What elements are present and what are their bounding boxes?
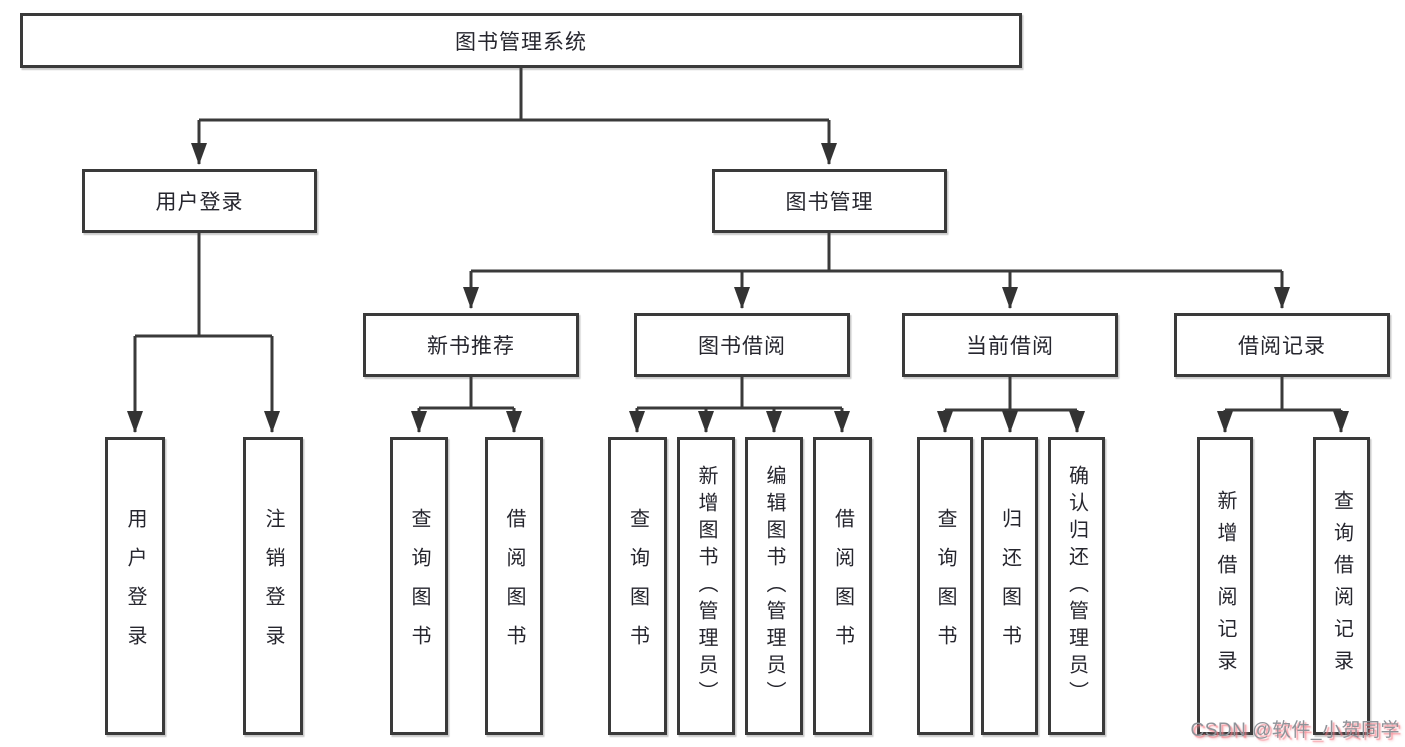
node-borrow-books-recommend: 借阅图书 <box>485 437 543 735</box>
node-return-books: 归还图书 <box>981 437 1038 735</box>
connector-current-to-leaves <box>937 377 1085 433</box>
node-label: 查询图书 <box>408 508 430 664</box>
node-book-management: 图书管理 <box>712 169 947 233</box>
node-label: 确认归还（管理员） <box>1065 464 1088 708</box>
connector-recommend-to-leaves <box>411 377 522 433</box>
connector-bookmgmt-to-level3 <box>463 233 1290 309</box>
connector-borrow-to-leaves <box>629 377 850 433</box>
node-label: 图书管理系统 <box>455 30 587 54</box>
node-add-borrow-record: 新增借阅记录 <box>1197 437 1253 735</box>
node-label: 归还图书 <box>998 508 1021 664</box>
node-borrowing-records: 借阅记录 <box>1174 313 1390 377</box>
node-query-books-current: 查询图书 <box>917 437 973 735</box>
node-label: 借阅图书 <box>503 508 525 664</box>
node-query-books-recommend: 查询图书 <box>390 437 448 735</box>
node-query-borrow-record: 查询借阅记录 <box>1313 437 1370 735</box>
node-label: 查询借阅记录 <box>1330 490 1353 682</box>
node-query-books-borrow: 查询图书 <box>608 437 667 735</box>
connector-records-to-leaves <box>1217 377 1349 433</box>
connector-userlogin-to-leaves <box>127 233 280 433</box>
node-logout-action: 注销登录 <box>243 437 303 735</box>
node-add-books-admin: 新增图书（管理员） <box>677 437 735 735</box>
node-label: 用户登录 <box>155 191 244 214</box>
csdn-watermark: CSDN @软件_小贺同学 <box>1190 720 1400 741</box>
node-edit-books-admin: 编辑图书（管理员） <box>745 437 803 735</box>
node-label: 用户登录 <box>124 508 146 664</box>
node-label: 注销登录 <box>262 508 284 664</box>
node-label: 查询图书 <box>934 508 956 664</box>
node-label: 图书借阅 <box>698 335 786 358</box>
node-label: 查询图书 <box>626 508 649 664</box>
node-label: 新书推荐 <box>427 335 515 358</box>
node-label: 当前借阅 <box>966 335 1054 358</box>
node-new-book-recommendation: 新书推荐 <box>363 313 579 377</box>
node-user-login-action: 用户登录 <box>105 437 165 735</box>
node-book-borrowing: 图书借阅 <box>634 313 850 377</box>
node-current-borrowing: 当前借阅 <box>902 313 1118 377</box>
node-label: 图书管理 <box>785 191 874 214</box>
node-user-login: 用户登录 <box>82 169 317 233</box>
node-label: 借阅记录 <box>1238 335 1326 358</box>
node-label: 新增借阅记录 <box>1214 490 1236 682</box>
node-label: 借阅图书 <box>831 508 854 664</box>
node-label: 新增图书（管理员） <box>695 464 717 708</box>
connector-root-to-level2 <box>191 68 837 165</box>
node-label: 编辑图书（管理员） <box>763 464 785 708</box>
node-library-management-system: 图书管理系统 <box>20 13 1022 68</box>
node-borrow-books-borrow: 借阅图书 <box>813 437 872 735</box>
node-confirm-return-admin: 确认归还（管理员） <box>1048 437 1105 735</box>
